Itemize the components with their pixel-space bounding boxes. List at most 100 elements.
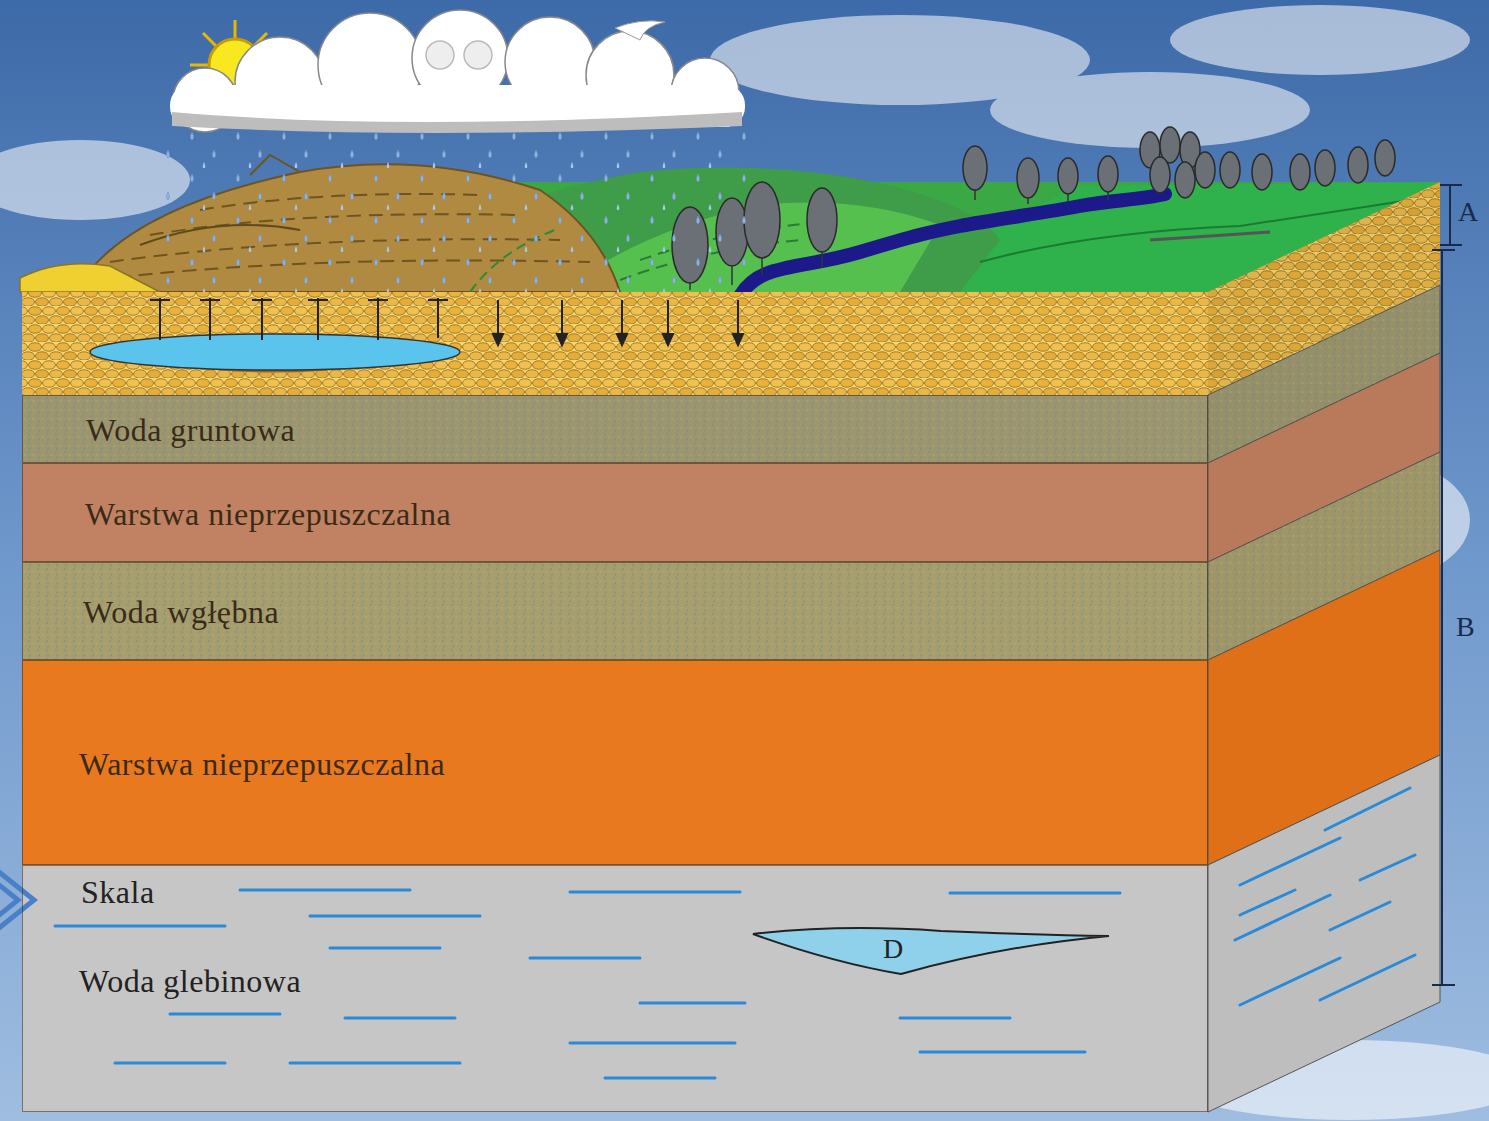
river [740, 194, 1165, 296]
deep-water-lines [330, 947, 440, 950]
deep-water-lines [950, 892, 1120, 895]
trees [1348, 147, 1368, 183]
deep-water-lines [115, 1062, 225, 1065]
infiltration-arrows [159, 298, 161, 340]
lens-outline [751, 926, 1111, 976]
impermeable-layer-band: Warstwa nieprzepuszczalna [22, 660, 1208, 865]
depth-brackets [1440, 244, 1462, 246]
depth-brackets [1432, 185, 1462, 985]
trees [744, 182, 780, 258]
bird [615, 21, 665, 40]
layer-fills [22, 865, 1208, 1112]
infiltration-arrows [209, 298, 211, 340]
deep-water-lines [1330, 902, 1390, 930]
trees [1150, 157, 1170, 193]
trees [1017, 158, 1039, 198]
sky-clouds [1170, 5, 1470, 75]
depth-brackets [1441, 250, 1443, 985]
landscape-surface [20, 264, 160, 292]
depth-brackets [1432, 984, 1455, 986]
impermeable-layer-band: Warstwa nieprzepuszczalna [22, 463, 1208, 562]
infiltration-lake [90, 334, 460, 370]
infiltration-arrows [150, 298, 743, 345]
deep-water-lines [1320, 955, 1415, 1000]
deep-water-lines [1240, 890, 1295, 915]
layer-side-faces [1208, 285, 1440, 1112]
infiltration-arrows [261, 298, 263, 340]
infiltration-arrows [733, 334, 743, 345]
layer-fills [22, 562, 1208, 660]
depth-brackets [1449, 185, 1451, 245]
layer-fills [22, 660, 1208, 865]
deep-water-lines [920, 1051, 1085, 1054]
rain-cloud [426, 41, 454, 69]
layer-fills [22, 395, 1208, 463]
infiltration-lake [90, 334, 460, 373]
layer-fills [22, 463, 1208, 562]
infiltration-arrows [377, 298, 379, 340]
rain-drops [165, 125, 750, 300]
deep-water-lines [1325, 788, 1410, 830]
deep-water-lines [290, 1062, 460, 1065]
lens-letter: D [883, 932, 904, 966]
deep-water-lines [530, 957, 640, 960]
lens-outline [753, 928, 1109, 974]
layer-name: Woda glebinowa [79, 963, 301, 999]
deep-water-lines [640, 1002, 745, 1005]
infiltration-arrows [437, 298, 439, 338]
infiltration-arrows [150, 299, 170, 301]
trees [1058, 158, 1078, 194]
trees [807, 188, 837, 252]
trees [1098, 156, 1118, 192]
trees [1375, 140, 1395, 176]
landscape-surface [1150, 232, 1270, 240]
infiltration-arrows [493, 334, 503, 345]
gravel-layer [22, 292, 1208, 395]
deep-water-lines [900, 1017, 1010, 1020]
infiltration-arrows [200, 299, 220, 301]
deep-water-lines [1360, 855, 1415, 880]
deep-water-lines [240, 889, 410, 892]
depth-brackets [1432, 249, 1455, 251]
layer-name: Warstwa nieprzepuszczalna [85, 496, 451, 532]
layer-name: Warstwa nieprzepuszczalna [79, 746, 445, 782]
zone-letter: A [1458, 197, 1478, 227]
deep-water-lines [1235, 895, 1330, 940]
trees [1290, 154, 1310, 190]
layer-side-faces [1208, 755, 1440, 1112]
layer-name: Skala [81, 874, 155, 910]
layer-name: Woda wgłębna [83, 594, 279, 630]
deep-water-lines [570, 1042, 735, 1045]
trees [1220, 152, 1240, 188]
trees [1195, 152, 1215, 188]
infiltration-arrows [617, 334, 627, 345]
deep-water-lines [345, 1017, 455, 1020]
water-lens: D [751, 926, 1111, 976]
infiltration-arrows [317, 298, 319, 340]
trees [1175, 162, 1195, 198]
rain-cloud [170, 10, 745, 133]
layer-fills [22, 562, 1208, 660]
infiltration-arrows [308, 299, 328, 301]
infiltration-arrows [557, 334, 567, 345]
infiltration-arrows [252, 299, 272, 301]
infiltration-arrows [428, 299, 448, 301]
deep-water-lines [55, 788, 1415, 1078]
layer-fills [22, 395, 1208, 1112]
groundwater-band: Woda gruntowa [22, 395, 1208, 463]
infiltration-arrows [368, 299, 388, 301]
depth-brackets [1440, 184, 1462, 186]
layer-fills [22, 395, 1208, 463]
layer-name: Woda gruntowa [86, 412, 295, 448]
deep-water-lines [1240, 838, 1340, 885]
deep-water-lines [55, 925, 225, 928]
deep-water-rock-band: SkalaWoda glebinowa D [22, 865, 1208, 1112]
deep-water-lines [605, 1077, 715, 1080]
zone-letter: B [1456, 612, 1475, 642]
deep-water-lines [570, 891, 740, 894]
sky-clouds [0, 140, 190, 220]
trees [1252, 154, 1272, 190]
